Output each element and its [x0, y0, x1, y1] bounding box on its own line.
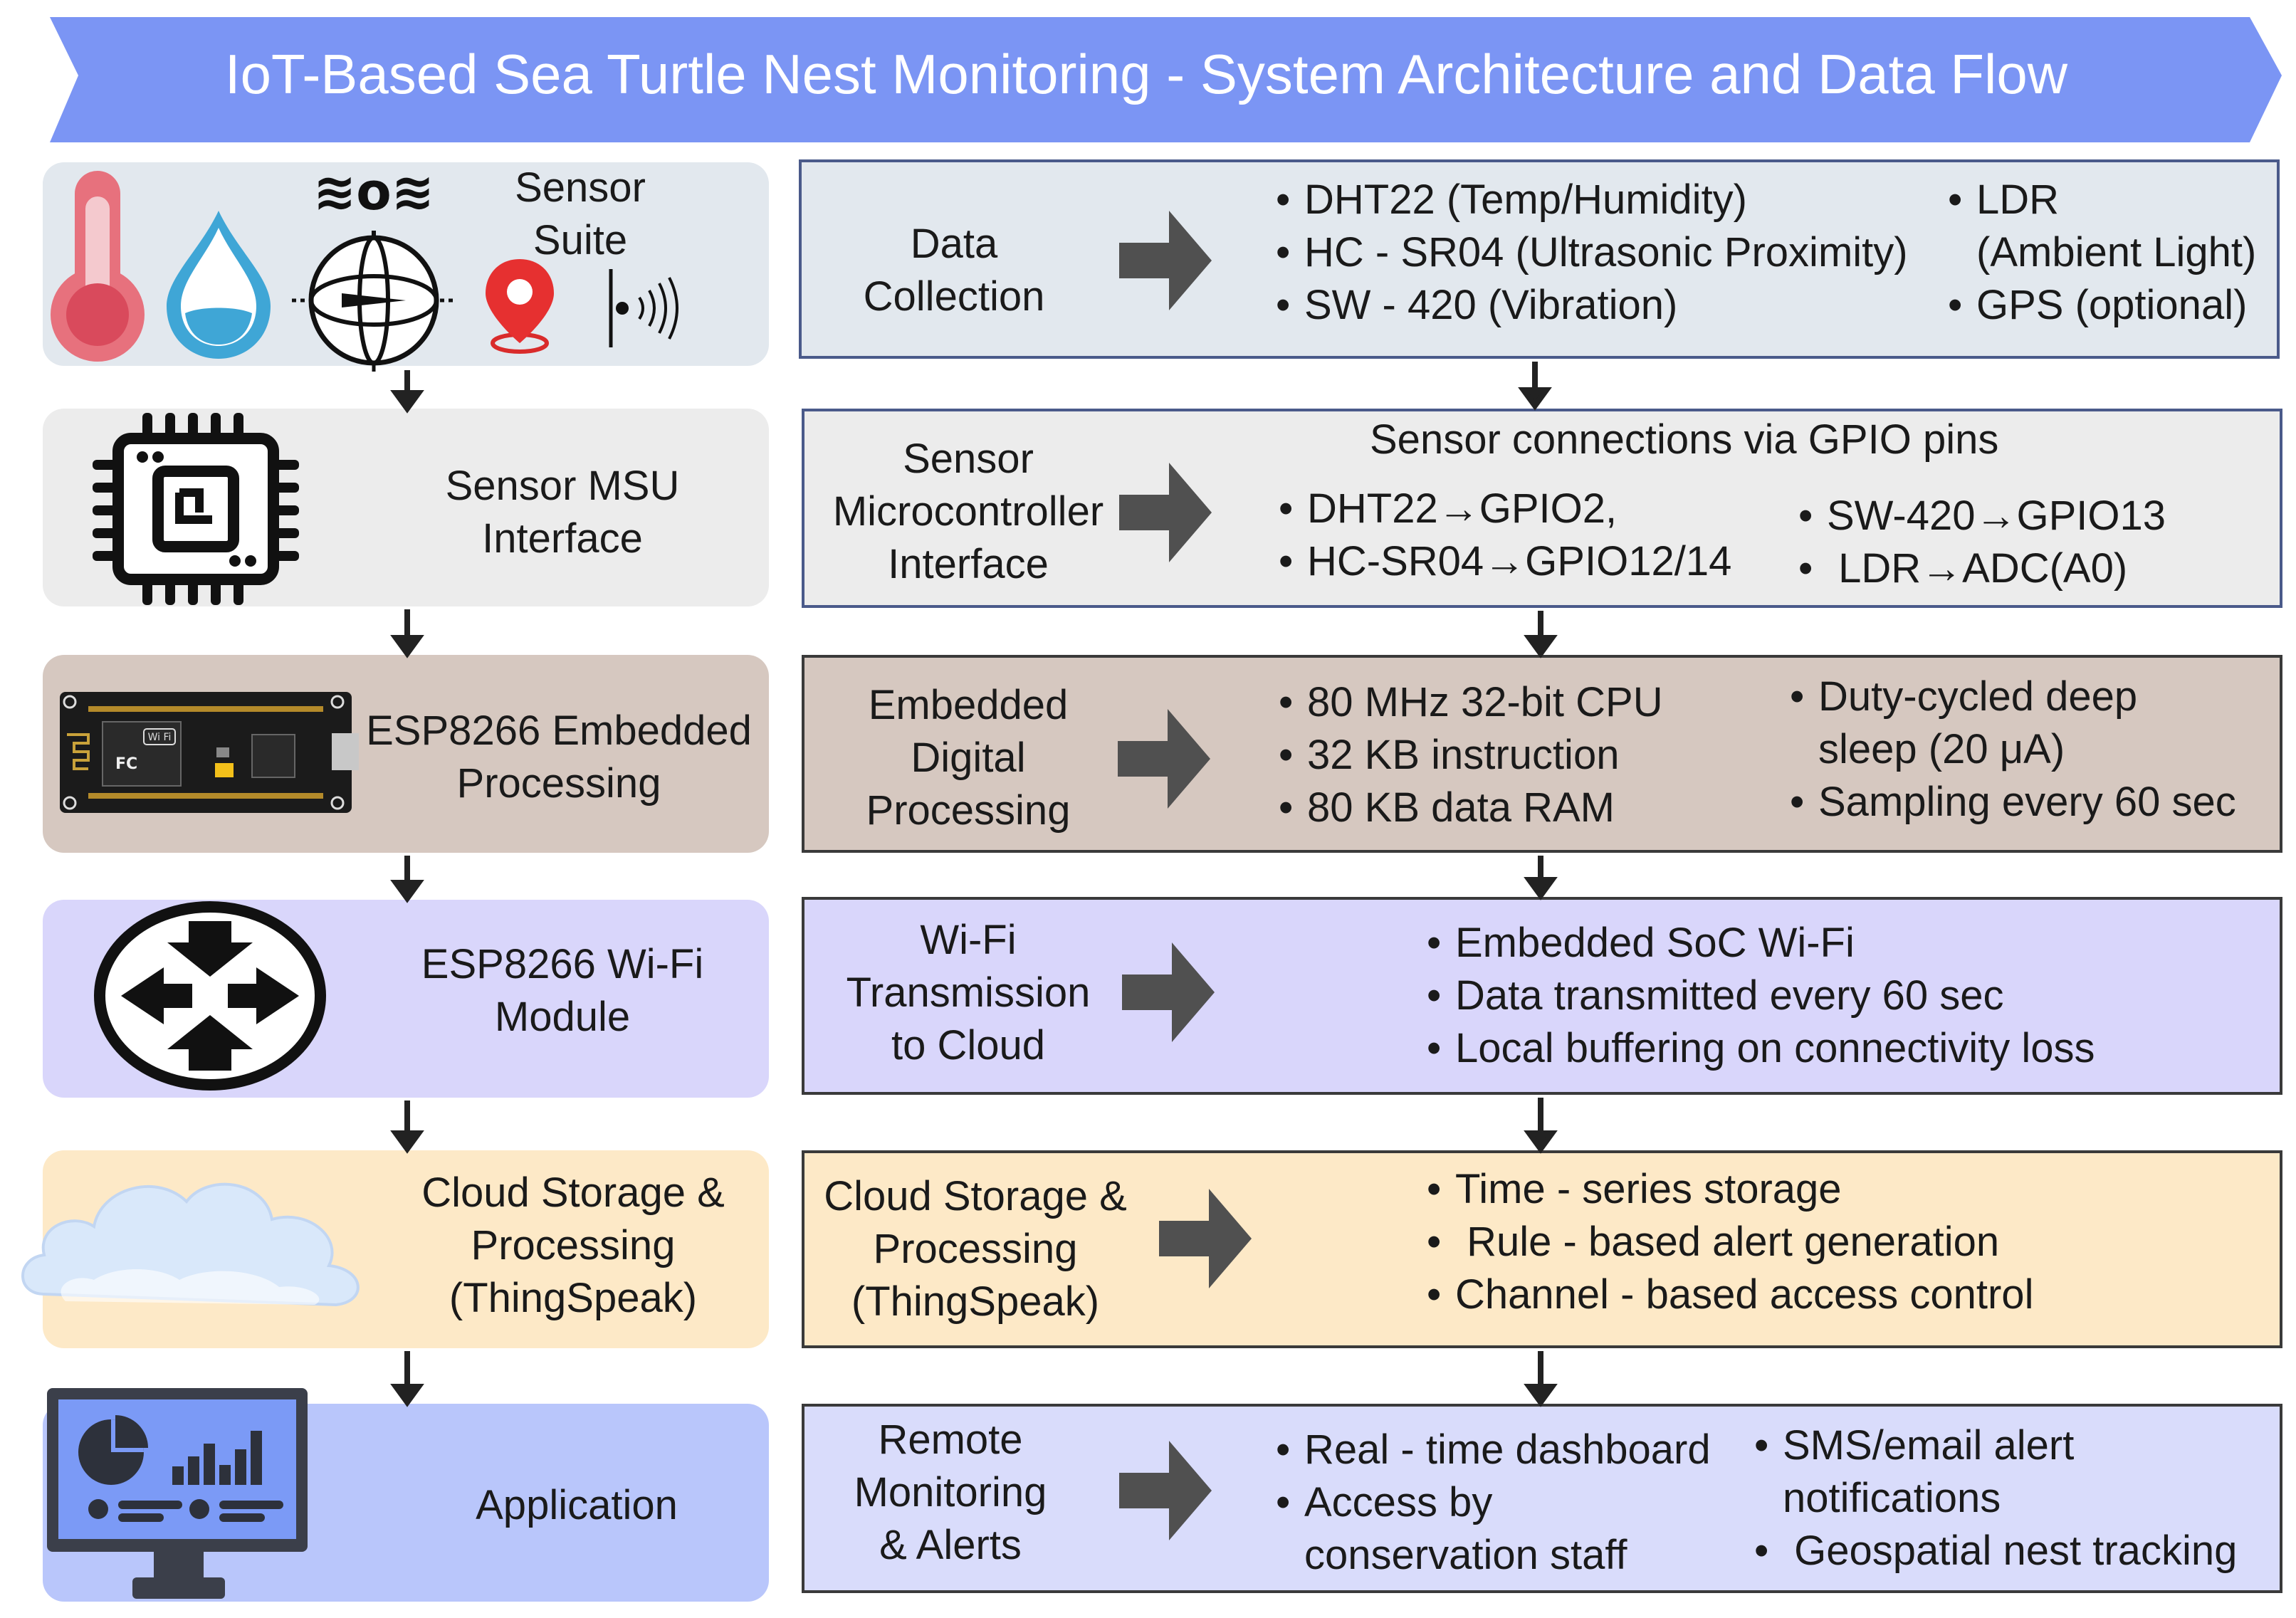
- down-arrow-head: [1524, 1130, 1558, 1154]
- vibration-sensor-icon: ≋o≋: [292, 162, 456, 372]
- remote-monitoring-box: [802, 1404, 2282, 1593]
- data-collection-bullets-right: •LDR (Ambient Light) •GPS (optional): [1948, 174, 2256, 332]
- dashboard-monitor-icon: [47, 1388, 308, 1599]
- down-arrow-head: [390, 880, 424, 903]
- layer-msu-interface-label: Sensor MSU Interface: [445, 463, 680, 562]
- layer-embedded-processing-label: ESP8266 Embedded Processing: [366, 708, 752, 807]
- cloud-storage-bullets: •Time - series storage • Rule - based al…: [1427, 1163, 2033, 1321]
- flow-arrow-icon: [1119, 1441, 1212, 1540]
- list-item: •DHT22 (Temp/Humidity): [1276, 177, 1747, 223]
- down-arrow-head: [1524, 877, 1558, 900]
- gpio-header: Sensor connections via GPIO pins: [1370, 416, 1999, 463]
- flow-arrow-icon: [1119, 463, 1212, 562]
- data-collection-box: [799, 159, 2280, 359]
- wifi-transmission-label: Wi-Fi Transmission to Cloud: [846, 917, 1091, 1068]
- list-item: •GPS (optional): [1948, 282, 2248, 328]
- sensor-interface-label: Sensor Microcontroller Interface: [832, 436, 1104, 587]
- list-item: •HC - SR04 (Ultrasonic Proximity): [1276, 229, 1908, 275]
- title-banner-shape: [50, 17, 2282, 142]
- remote-monitoring-label: Remote Monitoring & Alerts: [854, 1417, 1047, 1568]
- down-arrow-head: [1518, 387, 1552, 411]
- list-item: •SW - 420 (Vibration): [1276, 282, 1678, 328]
- page-title: IoT-Based Sea Turtle Nest Monitoring - S…: [224, 42, 2068, 105]
- down-arrow-head: [390, 635, 424, 658]
- flow-arrow-icon: [1118, 709, 1210, 809]
- flow-arrow-icon: [1159, 1189, 1252, 1288]
- list-item: •Access by: [1276, 1479, 1493, 1525]
- svg-text:FC: FC: [115, 755, 137, 773]
- list-item: •32 KB instruction: [1279, 732, 1620, 778]
- esp8266-board-icon: Wi Fi FC: [60, 692, 359, 813]
- embedded-digital-processing-box: [802, 655, 2282, 853]
- router-icon: [94, 901, 326, 1091]
- list-item: • Rule - based alert generation: [1427, 1219, 2000, 1265]
- flow-arrow-icon: [1119, 211, 1212, 310]
- microchip-icon: [93, 413, 299, 605]
- cloud-storage-right-label: Cloud Storage & Processing (ThingSpeak): [824, 1173, 1127, 1325]
- flow-arrow-icon: [1122, 942, 1215, 1042]
- embedded-processing-bullets-right: •Duty-cycled deep sleep (20 μA) •Samplin…: [1790, 671, 2236, 829]
- list-item: •SMS/email alert: [1754, 1422, 2075, 1469]
- list-item: •Real - time dashboard: [1276, 1427, 1711, 1473]
- remote-monitoring-bullets-right: •SMS/email alert notifications • Geospat…: [1754, 1419, 2237, 1577]
- down-arrow-head: [390, 1130, 424, 1154]
- list-item: •HC-SR04→GPIO12/14: [1279, 538, 1732, 584]
- down-arrow-head: [1524, 635, 1558, 658]
- sensor-interface-bullets-right: •SW-420→GPIO13 • LDR→ADC(A0): [1798, 490, 2166, 595]
- list-item: (Ambient Light): [1976, 229, 2257, 275]
- sensor-interface-bullets: •DHT22→GPIO2, •HC-SR04→GPIO12/14: [1279, 483, 1731, 588]
- sensor-interface-box: [802, 409, 2282, 608]
- wifi-transmission-bullets: •Embedded SoC Wi-Fi •Data transmitted ev…: [1427, 917, 2095, 1075]
- layer-sensor-suite-label: Sensor Suite: [515, 164, 646, 263]
- layer-wifi-module-label: ESP8266 Wi-Fi Module: [421, 941, 704, 1040]
- thermometer-icon: [51, 171, 145, 362]
- down-arrow-head: [390, 1384, 424, 1407]
- layer-application-label: Application: [476, 1482, 678, 1528]
- list-item: •Data transmitted every 60 sec: [1427, 972, 2004, 1019]
- signal-waves-icon: [609, 269, 678, 347]
- down-arrow-head: [1524, 1384, 1558, 1407]
- data-collection-label: Data Collection: [863, 221, 1045, 320]
- list-item: •Duty-cycled deep: [1790, 673, 2138, 720]
- wifi-transmission-box: [802, 897, 2282, 1095]
- down-arrow-head: [390, 390, 424, 414]
- list-item: • LDR→ADC(A0): [1798, 545, 2128, 592]
- data-collection-bullets: •DHT22 (Temp/Humidity) •HC - SR04 (Ultra…: [1276, 174, 1908, 332]
- list-item: • Geospatial nest tracking: [1754, 1528, 2238, 1574]
- list-item: •DHT22→GPIO2,: [1279, 485, 1618, 532]
- svg-text:≋o≋: ≋o≋: [313, 162, 434, 221]
- list-item: •Embedded SoC Wi-Fi: [1427, 920, 1855, 966]
- list-item: •80 KB data RAM: [1279, 784, 1615, 831]
- list-item: conservation staff: [1304, 1532, 1627, 1578]
- list-item: •Local buffering on connectivity loss: [1427, 1025, 2095, 1071]
- list-item: notifications: [1783, 1475, 2001, 1521]
- list-item: sleep (20 μA): [1818, 726, 2065, 772]
- list-item: •LDR: [1948, 177, 2060, 223]
- svg-text:Wi Fi: Wi Fi: [148, 732, 172, 743]
- list-item: •Sampling every 60 sec: [1790, 779, 2236, 825]
- list-item: •Time - series storage: [1427, 1166, 1842, 1212]
- list-item: •Channel - based access control: [1427, 1271, 2034, 1318]
- cloud-icon: [21, 1182, 360, 1307]
- remote-monitoring-bullets: •Real - time dashboard •Access by conser…: [1276, 1424, 1711, 1582]
- embedded-processing-bullets: •80 MHz 32-bit CPU •32 KB instruction •8…: [1279, 676, 1663, 834]
- list-item: •80 MHz 32-bit CPU: [1279, 679, 1663, 725]
- embedded-digital-processing-label: Embedded Digital Processing: [866, 682, 1071, 834]
- layer-cloud-storage-label: Cloud Storage & Processing (ThingSpeak): [421, 1170, 725, 1321]
- location-pin-icon: [486, 259, 554, 354]
- list-item: •SW-420→GPIO13: [1798, 493, 2166, 539]
- water-drop-icon: [167, 211, 271, 359]
